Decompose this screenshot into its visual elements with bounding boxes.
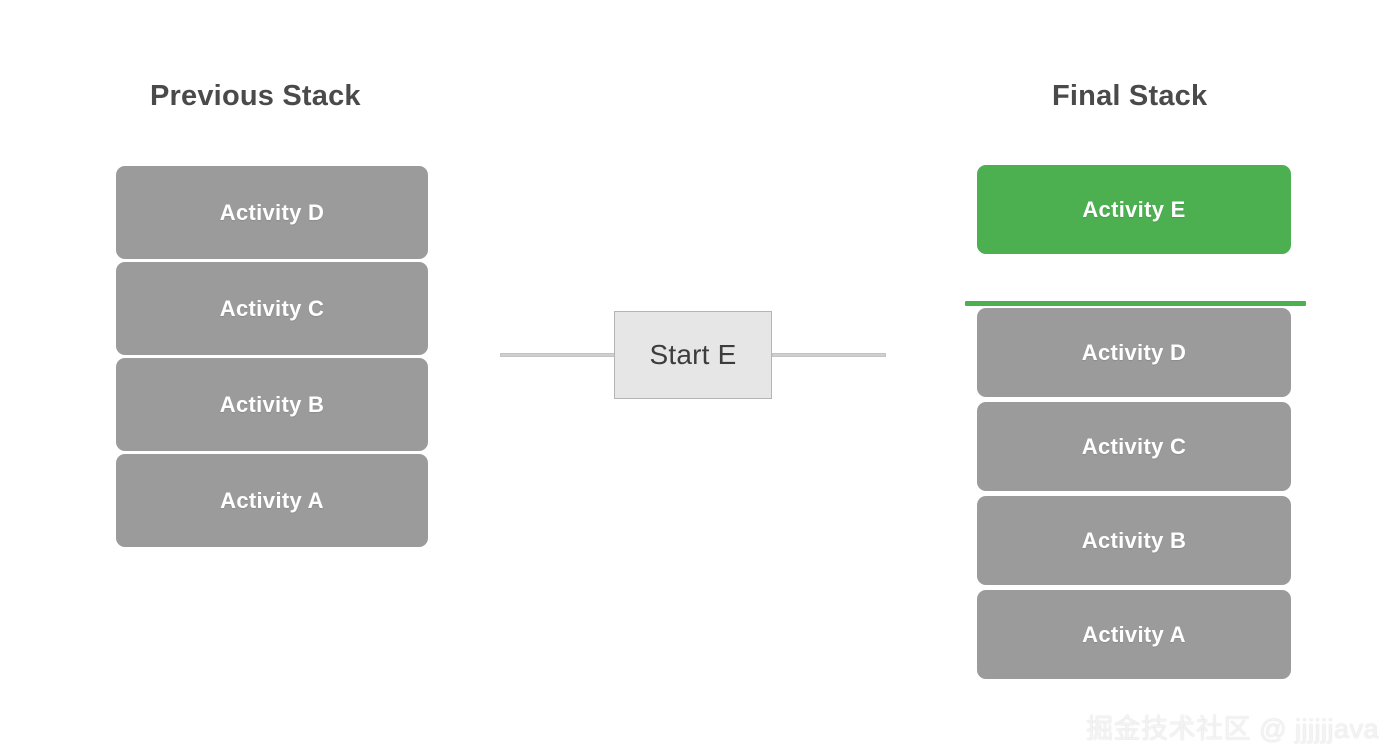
previous-stack-title: Previous Stack — [150, 80, 361, 112]
activity-box[interactable]: Activity B — [977, 496, 1291, 585]
activity-box[interactable]: Activity B — [116, 358, 428, 451]
transition-group: Start E — [500, 311, 886, 399]
activity-box[interactable]: Activity D — [977, 308, 1291, 397]
activity-box[interactable]: Activity C — [977, 402, 1291, 491]
activity-box[interactable]: Activity D — [116, 166, 428, 259]
activity-box[interactable]: Activity A — [116, 454, 428, 547]
connector-line-right — [772, 353, 886, 357]
connector-line-left — [500, 353, 616, 357]
final-stack: Activity E Activity D Activity C Activit… — [977, 165, 1291, 684]
activity-box[interactable]: Activity A — [977, 590, 1291, 679]
watermark-text: 掘金技术社区 @ jjjjjjava — [1086, 714, 1379, 744]
start-activity-node[interactable]: Start E — [614, 311, 772, 399]
new-activity-divider — [965, 301, 1306, 306]
activity-box-new[interactable]: Activity E — [977, 165, 1291, 254]
final-stack-title: Final Stack — [1052, 80, 1208, 112]
previous-stack: Activity D Activity C Activity B Activit… — [116, 166, 428, 550]
activity-box[interactable]: Activity C — [116, 262, 428, 355]
